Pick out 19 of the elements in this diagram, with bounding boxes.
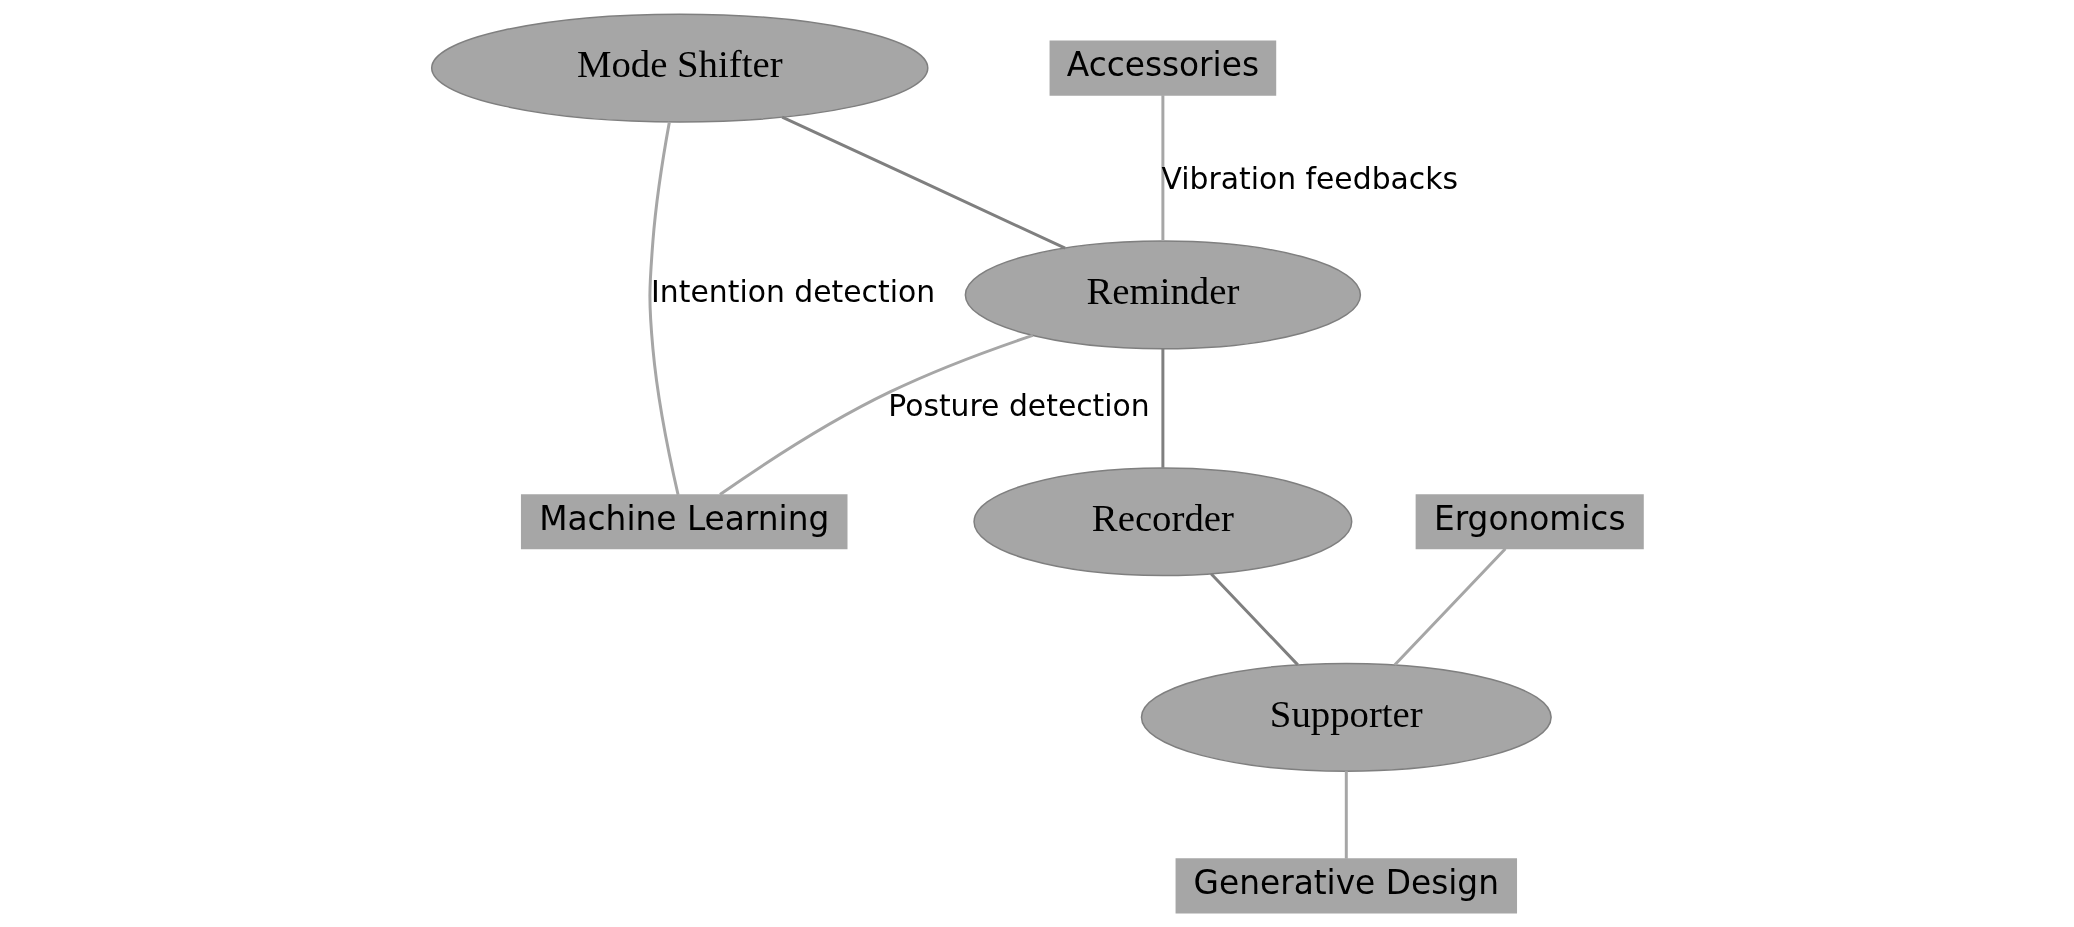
edge-label: Vibration feedbacks <box>1160 160 1458 196</box>
edge-label: Posture detection <box>887 387 1150 423</box>
node-ellipse: Reminder <box>964 240 1361 350</box>
edge-label: Intention detection <box>650 274 935 310</box>
node-box: Generative Design <box>1175 858 1517 914</box>
connector <box>1393 547 1506 666</box>
node-ellipse: Recorder <box>972 467 1352 577</box>
node-ellipse: Supporter <box>1140 662 1552 772</box>
node-box: Accessories <box>1049 40 1276 96</box>
node-box: Ergonomics <box>1415 494 1644 550</box>
connector <box>1160 95 1164 241</box>
connector <box>647 121 680 496</box>
connector <box>1209 572 1299 666</box>
connector <box>781 115 1066 250</box>
node-ellipse: Mode Shifter <box>430 13 929 123</box>
connector <box>1160 348 1164 468</box>
node-box: Machine Learning <box>520 494 847 550</box>
connector <box>1344 771 1348 859</box>
connector <box>718 334 1033 496</box>
